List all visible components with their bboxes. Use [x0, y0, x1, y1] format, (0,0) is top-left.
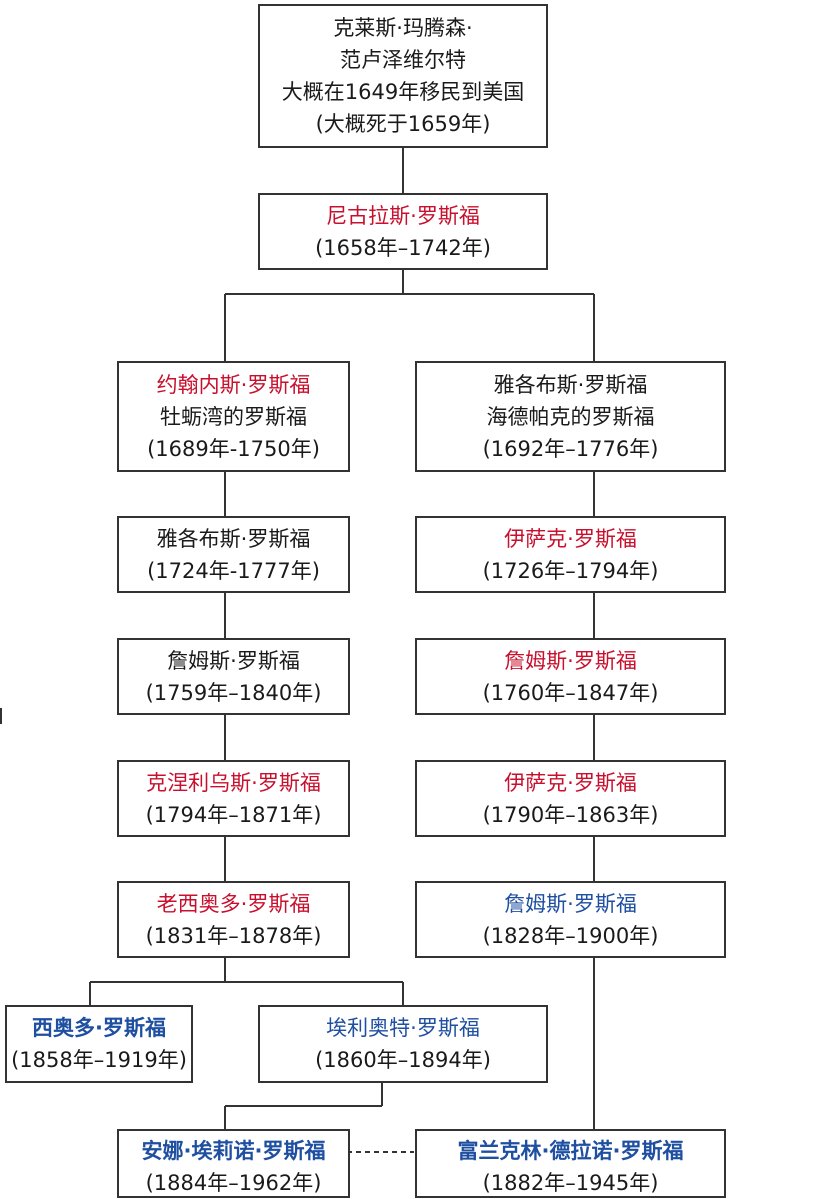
node-name: 詹姆斯·罗斯福: [167, 648, 300, 673]
node-dates: (1658年–1742年): [315, 235, 491, 260]
node-theodore[interactable]: 西奥多·罗斯福 (1858年–1919年): [5, 1005, 193, 1083]
node-dates: (大概死于1659年): [315, 112, 491, 136]
node-isaac-1[interactable]: 伊萨克·罗斯福 (1726年–1794年): [415, 516, 726, 593]
node-name[interactable]: 约翰内斯·罗斯福: [156, 372, 311, 397]
node-jacobus-2[interactable]: 雅各布斯·罗斯福 (1724年-1777年): [117, 516, 350, 593]
node-theodore-sr[interactable]: 老西奥多·罗斯福 (1831年–1878年): [117, 881, 350, 958]
node-name-cont: 范卢泽维尔特: [340, 48, 466, 72]
node-dates: (1828年–1900年): [482, 923, 659, 948]
node-jacobus-1[interactable]: 雅各布斯·罗斯福 海德帕克的罗斯福 (1692年–1776年): [415, 361, 726, 472]
node-dates: (1858年–1919年): [11, 1048, 187, 1072]
node-claes-maartenszen[interactable]: 克莱斯·玛腾森· 范卢泽维尔特 大概在1649年移民到美国 (大概死于1659年…: [258, 4, 548, 148]
node-name: 雅各布斯·罗斯福: [493, 372, 648, 397]
node-nicholas[interactable]: 尼古拉斯·罗斯福 (1658年–1742年): [258, 193, 548, 270]
node-name[interactable]: 埃利奥特·罗斯福: [326, 1016, 480, 1040]
node-isaac-2[interactable]: 伊萨克·罗斯福 (1790年–1863年): [415, 760, 726, 837]
node-name[interactable]: 詹姆斯·罗斯福: [504, 648, 637, 673]
node-name: 克莱斯·玛腾森·: [333, 16, 473, 40]
node-dates: (1882年–1945年): [482, 1171, 659, 1195]
node-dates: (1794年–1871年): [145, 802, 322, 827]
node-name[interactable]: 伊萨克·罗斯福: [504, 526, 637, 551]
node-name: 雅各布斯·罗斯福: [156, 526, 311, 551]
node-branch: 牡蛎湾的罗斯福: [160, 404, 307, 429]
node-james-2[interactable]: 詹姆斯·罗斯福 (1760年–1847年): [415, 638, 726, 715]
node-name[interactable]: 詹姆斯·罗斯福: [504, 891, 637, 916]
node-johannes[interactable]: 约翰内斯·罗斯福 牡蛎湾的罗斯福 (1689年-1750年): [117, 361, 350, 472]
edge-marker: [0, 708, 2, 724]
node-name[interactable]: 老西奥多·罗斯福: [156, 891, 311, 916]
node-elliott[interactable]: 埃利奥特·罗斯福 (1860年–1894年): [258, 1005, 548, 1083]
node-cornelius[interactable]: 克涅利乌斯·罗斯福 (1794年–1871年): [117, 760, 350, 837]
node-branch: 海德帕克的罗斯福: [486, 404, 655, 429]
node-franklin[interactable]: 富兰克林·德拉诺·罗斯福 (1882年–1945年): [415, 1129, 726, 1198]
node-name[interactable]: 克涅利乌斯·罗斯福: [146, 770, 321, 795]
node-dates: (1760年–1847年): [482, 680, 659, 705]
node-dates: (1860年–1894年): [315, 1048, 491, 1072]
node-dates: (1689年-1750年): [147, 436, 320, 461]
node-dates: (1726年–1794年): [482, 558, 659, 583]
node-name[interactable]: 尼古拉斯·罗斯福: [326, 203, 480, 228]
node-james-1[interactable]: 詹姆斯·罗斯福 (1759年–1840年): [117, 638, 350, 715]
node-james-3[interactable]: 詹姆斯·罗斯福 (1828年–1900年): [415, 881, 726, 958]
node-note: 大概在1649年移民到美国: [281, 80, 525, 104]
node-name[interactable]: 西奥多·罗斯福: [32, 1016, 166, 1040]
node-dates: (1692年–1776年): [482, 436, 659, 461]
node-dates: (1831年–1878年): [145, 923, 322, 948]
node-name[interactable]: 富兰克林·德拉诺·罗斯福: [457, 1139, 684, 1163]
node-dates: (1790年–1863年): [482, 802, 659, 827]
node-dates: (1759年–1840年): [145, 680, 322, 705]
node-dates: (1884年–1962年): [145, 1171, 322, 1195]
node-dates: (1724年-1777年): [147, 558, 320, 583]
node-name[interactable]: 安娜·埃莉诺·罗斯福: [141, 1139, 326, 1163]
node-anna-eleanor[interactable]: 安娜·埃莉诺·罗斯福 (1884年–1962年): [117, 1129, 350, 1198]
node-name[interactable]: 伊萨克·罗斯福: [504, 770, 637, 795]
